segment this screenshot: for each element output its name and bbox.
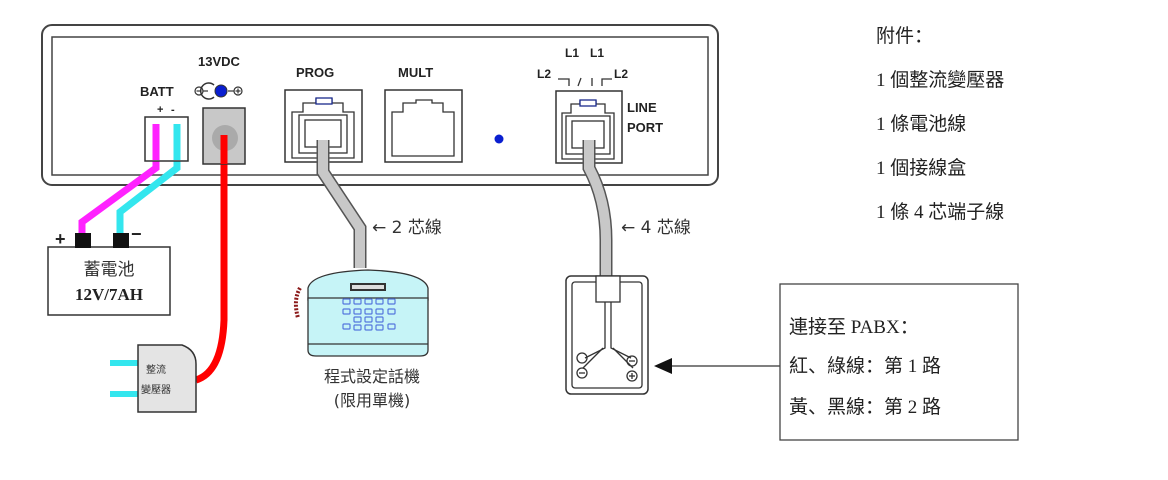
line-port-label-2: PORT: [627, 120, 663, 135]
line-port-label-1: LINE: [627, 100, 657, 115]
line-wire-label: ← 4 芯線: [621, 218, 691, 238]
pabx-note-title: 連接至 PABX：: [789, 316, 919, 338]
line-pin-markers: [558, 77, 612, 87]
adapter-line-1: 整流: [146, 363, 166, 376]
battery-connector: [144, 116, 189, 162]
battery-spec: 12V/7AH: [75, 285, 143, 304]
junction-box: [565, 275, 649, 395]
status-led: [494, 134, 504, 144]
dc-polarity-icon: [194, 82, 243, 100]
batt-minus-label: -: [171, 104, 175, 116]
pabx-note-line-1: 紅、綠線：第 1 路: [789, 355, 941, 377]
l1-left-label: L1: [565, 46, 579, 60]
pabx-arrow-head-icon: [654, 358, 672, 374]
batt-label: BATT: [140, 84, 174, 99]
power-adapter: [110, 344, 197, 413]
phone-caption-2: (限用單機): [334, 391, 411, 410]
mult-label: MULT: [398, 65, 433, 80]
batt-plus-label: +: [157, 104, 163, 116]
l2-left-label: L2: [537, 67, 551, 81]
pabx-note-line-2: 黃、黑線：第 2 路: [789, 396, 941, 418]
phone-caption-1: 程式設定話機: [324, 367, 420, 386]
l1-right-label: L1: [590, 46, 604, 60]
prog-label: PROG: [296, 65, 334, 80]
power-wire: [194, 138, 228, 384]
battery-plus-sign: +: [55, 229, 66, 249]
battery-name: 蓄電池: [84, 260, 135, 280]
accessory-item: 1 個整流變壓器: [876, 69, 1004, 91]
adapter-line-2: 變壓器: [141, 383, 171, 396]
l2-right-label: L2: [614, 67, 628, 81]
accessory-item: 1 條 4 芯端子線: [876, 201, 1004, 223]
mult-port: [384, 89, 463, 163]
accessory-item: 1 個接線盒: [876, 157, 966, 179]
battery: [47, 233, 171, 316]
accessories-title: 附件：: [876, 25, 933, 47]
prog-wire-label: ← 2 芯線: [372, 218, 442, 238]
accessory-item: 1 條電池線: [876, 113, 966, 135]
battery-minus-sign: −: [131, 224, 142, 244]
dc-label: 13VDC: [198, 54, 241, 69]
prog-port: [284, 89, 363, 163]
phone: [293, 269, 429, 357]
line-port: [555, 90, 623, 164]
accessories-list: 附件： 1 個整流變壓器 1 條電池線 1 個接線盒 1 條 4 芯端子線: [876, 25, 1004, 223]
dc-jack: [202, 107, 246, 165]
pabx-note-box: [779, 283, 1019, 441]
